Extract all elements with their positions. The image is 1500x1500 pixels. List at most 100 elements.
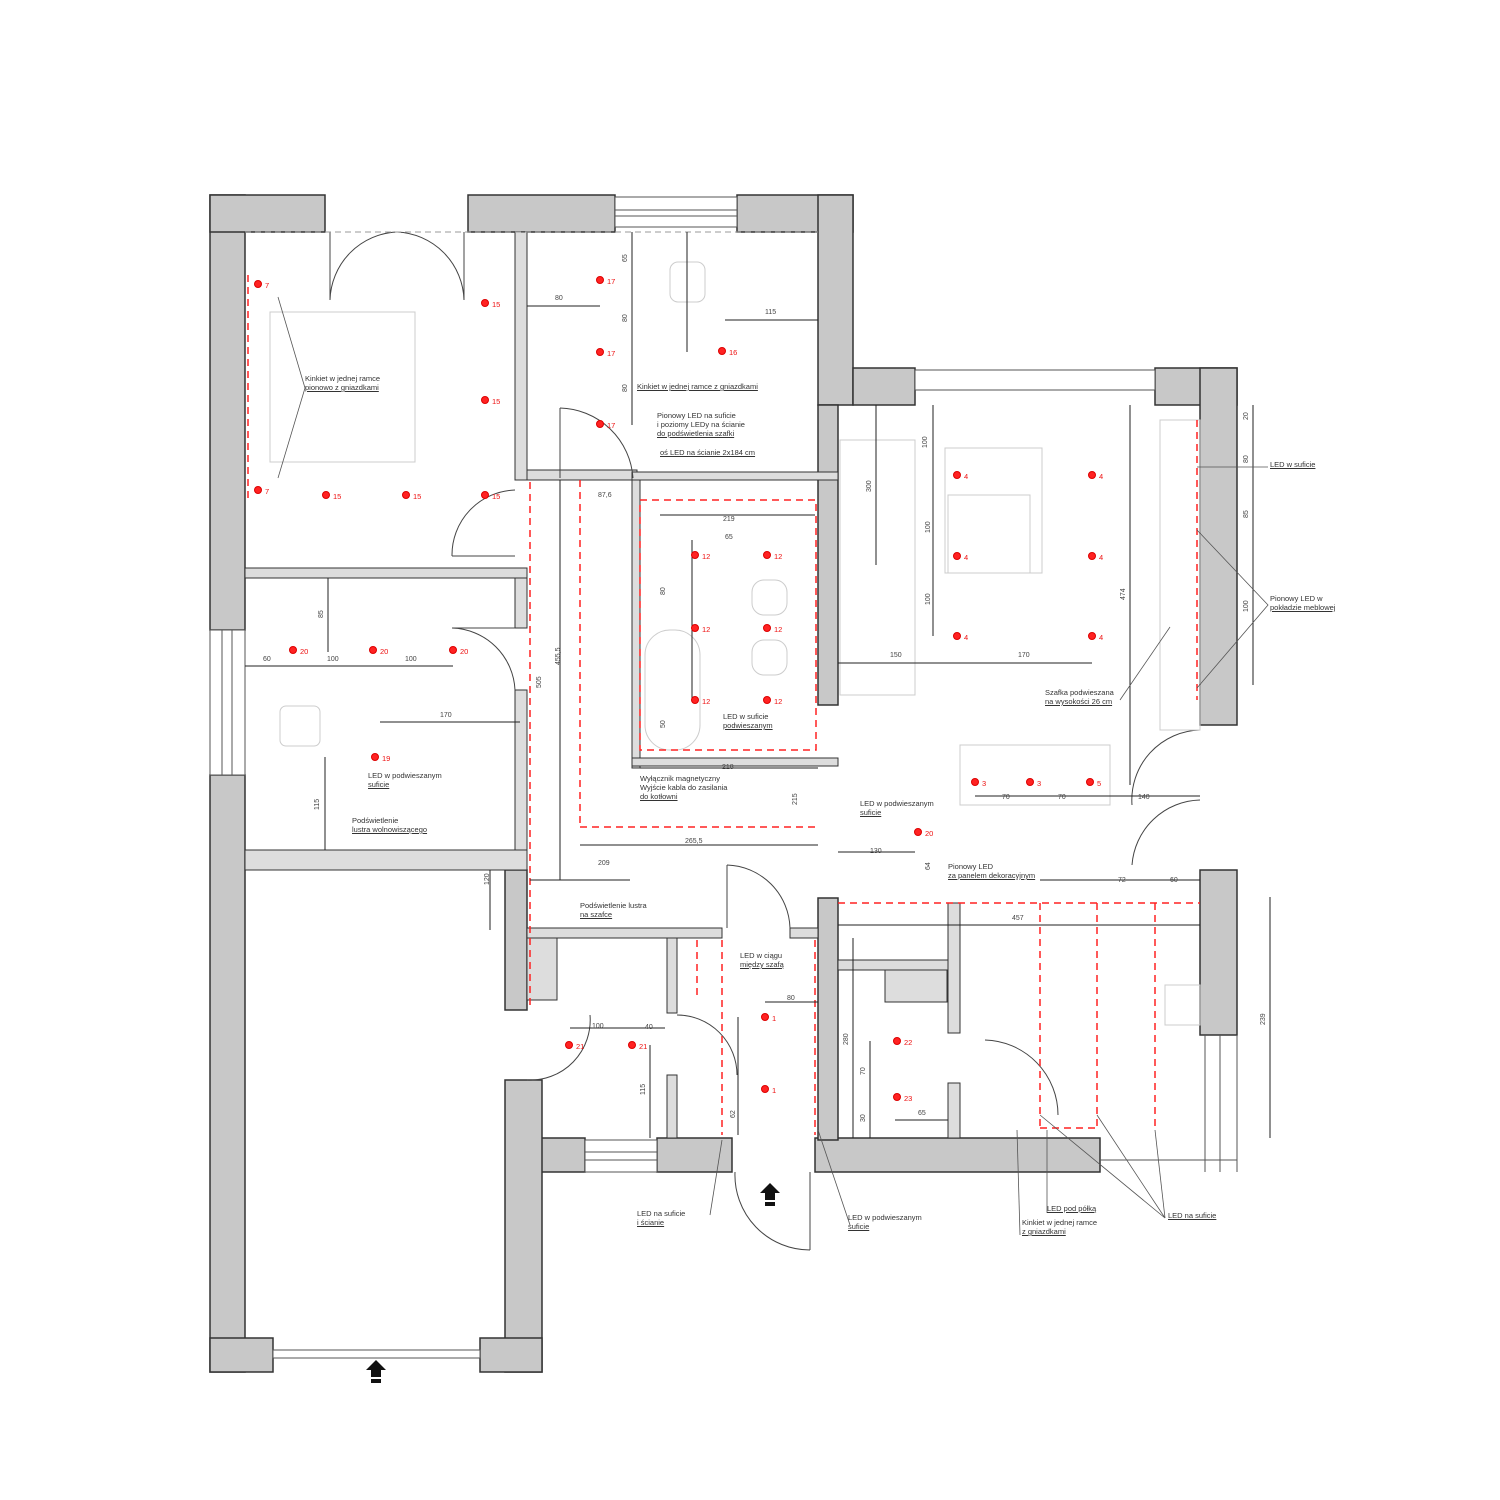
- ceiling-light-icon: [596, 276, 604, 284]
- fixture-circuit-number: 19: [382, 754, 391, 763]
- dimension-value: 70: [1058, 794, 1066, 801]
- dimension-value: 150: [890, 652, 902, 659]
- fixture-circuit-number: 20: [925, 829, 934, 838]
- label-line: Podświetlenie: [352, 816, 399, 825]
- ceiling-light-icon: [254, 280, 262, 288]
- label-line: Kinkiet w jednej ramce: [305, 374, 381, 383]
- ceiling-light-icon: [1026, 778, 1034, 786]
- label-line: pokładzie meblowej: [1270, 603, 1336, 612]
- label-line: suficie: [848, 1222, 870, 1231]
- fixture-circuit-number: 17: [607, 349, 616, 358]
- dimension-value: 80: [555, 295, 563, 302]
- label-line: Wyjście kabla do zasilania: [640, 783, 728, 792]
- dimension-value: 100: [405, 656, 417, 663]
- fixture-circuit-number: 12: [774, 625, 783, 634]
- dimension-value: 100: [327, 656, 339, 663]
- ceiling-light-icon: [953, 632, 961, 640]
- ceiling-light-icon: [761, 1013, 769, 1021]
- dimension-value: 85: [1243, 510, 1250, 518]
- ceiling-light-icon: [691, 624, 699, 632]
- dimension-value: 115: [640, 1083, 647, 1095]
- dimension-value: 219: [723, 516, 735, 523]
- label-line: Kinkiet w jednej ramce z gniazdkami: [637, 382, 758, 391]
- ceiling-light-icon: [481, 396, 489, 404]
- dimension-value: 120: [484, 873, 491, 885]
- fixture-circuit-number: 12: [702, 697, 711, 706]
- fixture-circuit-number: 4: [964, 472, 969, 481]
- label-line: LED w podwieszanym: [848, 1213, 922, 1222]
- fixture-circuit-number: 17: [607, 421, 616, 430]
- dimension-value: 218: [722, 764, 734, 771]
- dimension-value: 80: [660, 587, 667, 595]
- label-line: lustra wolnowiszącego: [352, 825, 428, 834]
- label-line: na wysokości 26 cm: [1045, 697, 1113, 706]
- ceiling-light-icon: [718, 347, 726, 355]
- fixture-circuit-number: 20: [460, 647, 469, 656]
- ceiling-light-icon: [402, 491, 410, 499]
- dimension-value: 65: [622, 254, 629, 262]
- fixture-circuit-number: 7: [265, 281, 270, 290]
- fixture-circuit-number: 15: [413, 492, 422, 501]
- label-line: Pionowy LED w: [1270, 594, 1323, 603]
- ceiling-light-icon: [289, 646, 297, 654]
- exterior-walls: [209, 194, 1238, 1373]
- ceiling-light-icon: [971, 778, 979, 786]
- ceiling-light-icon: [763, 696, 771, 704]
- label-line: do podświetlenia szafki: [657, 429, 735, 438]
- label-line: LED w suficie: [1270, 460, 1316, 469]
- ceiling-light-icon: [449, 646, 457, 654]
- dimension-value: 60: [263, 656, 271, 663]
- label-line: Pionowy LED na suficie: [657, 411, 736, 420]
- dimension-value: 64: [925, 862, 932, 870]
- fixture-circuit-number: 4: [1099, 633, 1104, 642]
- fixture-circuit-number: 12: [774, 697, 783, 706]
- dimension-value: 60: [1170, 877, 1178, 884]
- dimension-value: 474: [1120, 588, 1127, 600]
- dimension-value: 72: [1118, 877, 1126, 884]
- fixture-circuit-number: 4: [964, 633, 969, 642]
- ceiling-light-icon: [763, 624, 771, 632]
- ceiling-light-icon: [628, 1041, 636, 1049]
- dimension-value: 457: [1012, 915, 1024, 922]
- annotation-label: oś LED na ścianie 2x184 cm: [660, 448, 755, 457]
- dimension-value: 80: [1243, 455, 1250, 463]
- ceiling-light-icon: [371, 753, 379, 761]
- ceiling-light-icon: [763, 551, 771, 559]
- fixture-circuit-number: 15: [492, 300, 501, 309]
- led-lines: [247, 275, 1200, 1135]
- fixture-circuit-number: 3: [982, 779, 987, 788]
- ceiling-light-icon: [953, 471, 961, 479]
- dimension-value: 30: [860, 1114, 867, 1122]
- label-line: między szafą: [740, 960, 784, 969]
- label-line: LED w ciągu: [740, 951, 783, 960]
- ceiling-light-icon: [893, 1037, 901, 1045]
- label-line: pionowo z gniazdkami: [305, 383, 379, 392]
- fixture-circuit-number: 20: [380, 647, 389, 656]
- label-line: Wyłącznik magnetyczny: [640, 774, 720, 783]
- fixture-circuit-number: 12: [702, 552, 711, 561]
- dimension-value: 140: [1138, 794, 1150, 801]
- fixture-circuit-number: 17: [607, 277, 616, 286]
- ceiling-light-icon: [761, 1085, 769, 1093]
- dimension-value: 280: [843, 1033, 850, 1045]
- label-line: LED w podwieszanym: [860, 799, 934, 808]
- dimension-value: 170: [440, 712, 452, 719]
- interior-walls: [244, 231, 961, 1139]
- label-line: do kotłowni: [640, 792, 678, 801]
- label-line: Podświetlenie lustra: [580, 901, 647, 910]
- dimension-value: 100: [1243, 600, 1250, 612]
- annotation-label: Kinkiet w jednej ramce z gniazdkami: [637, 382, 758, 391]
- dimension-value: 100: [922, 436, 929, 448]
- fixture-circuit-number: 3: [1037, 779, 1042, 788]
- dimension-value: 209: [598, 860, 610, 867]
- label-line: za panelem dekoracyjnym: [948, 871, 1036, 880]
- dimension-value: 239: [1260, 1013, 1267, 1025]
